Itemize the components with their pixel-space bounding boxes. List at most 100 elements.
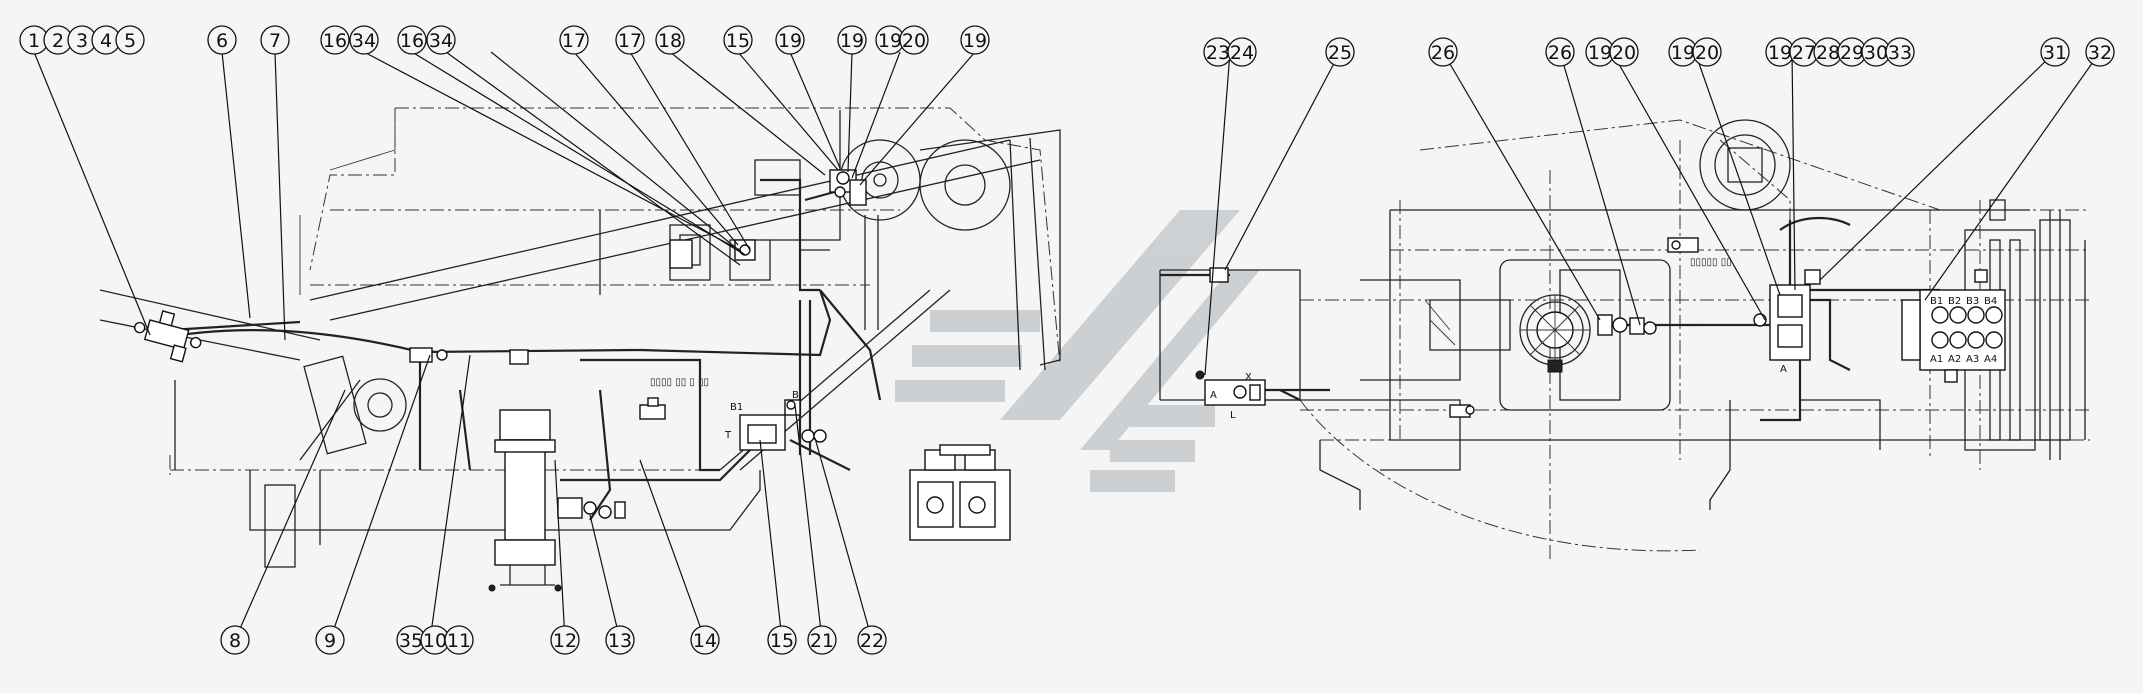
callout-28: 28	[1813, 37, 1843, 67]
svg-text:28: 28	[1816, 42, 1840, 64]
svg-text:8: 8	[229, 630, 241, 652]
callout-34: 34	[349, 25, 379, 55]
svg-text:19: 19	[840, 30, 864, 52]
svg-text:9: 9	[324, 630, 336, 652]
valve-label-b1: B1	[1930, 296, 1943, 307]
callout-19: 19	[837, 25, 867, 55]
callout-19: 19	[875, 25, 905, 55]
leader-lines	[33, 51, 2101, 641]
callout-6: 6	[207, 25, 237, 55]
valve-label-a4: A4	[1984, 354, 1997, 365]
callout-13: 13	[605, 625, 635, 655]
svg-text:12: 12	[553, 630, 577, 652]
valve-27-33: A	[1753, 269, 1821, 375]
svg-text:19: 19	[878, 30, 902, 52]
svg-text:3: 3	[76, 30, 88, 52]
cylinder-a-x-l: A X L	[1195, 370, 1266, 421]
callout-17: 17	[559, 25, 589, 55]
svg-text:6: 6	[216, 30, 228, 52]
port-label-a-right: A	[1780, 364, 1787, 375]
callout-19: 19	[1668, 37, 1698, 67]
svg-text:16: 16	[400, 30, 424, 52]
svg-text:34: 34	[352, 30, 376, 52]
port-label-a: A	[1210, 390, 1217, 401]
callout-15: 15	[767, 625, 797, 655]
callout-7: 7	[260, 25, 290, 55]
callout-16: 16	[397, 25, 427, 55]
callout-10: 10	[420, 625, 450, 655]
svg-text:1: 1	[28, 30, 40, 52]
callout-12: 12	[550, 625, 580, 655]
watermark-logo	[895, 210, 1260, 492]
valve-label-a2: A2	[1948, 354, 1961, 365]
valve-label-a1: A1	[1930, 354, 1943, 365]
callout-35: 35	[396, 625, 426, 655]
svg-text:20: 20	[902, 30, 926, 52]
svg-text:32: 32	[2088, 42, 2112, 64]
svg-text:24: 24	[1230, 42, 1254, 64]
svg-text:22: 22	[860, 630, 884, 652]
svg-text:7: 7	[269, 30, 281, 52]
callout-20: 20	[1692, 37, 1722, 67]
svg-text:2: 2	[52, 30, 64, 52]
callout-22: 22	[857, 625, 887, 655]
port-label-b1: B1	[730, 402, 743, 413]
svg-text:5: 5	[124, 30, 136, 52]
svg-text:19: 19	[1768, 42, 1792, 64]
valve-label-b2: B2	[1948, 296, 1961, 307]
right-components: A X L ▯▯▯▯▯ ▯▯ A	[1195, 237, 2006, 421]
callout-25: 25	[1325, 37, 1355, 67]
svg-text:20: 20	[1612, 42, 1636, 64]
callout-19: 19	[960, 25, 990, 55]
svg-text:19: 19	[778, 30, 802, 52]
callout-19: 19	[775, 25, 805, 55]
callout-3: 3	[67, 25, 97, 55]
svg-text:26: 26	[1548, 42, 1572, 64]
svg-text:19: 19	[1671, 42, 1695, 64]
svg-text:29: 29	[1840, 42, 1864, 64]
svg-text:20: 20	[1695, 42, 1719, 64]
svg-text:10: 10	[423, 630, 447, 652]
callout-23: 23	[1203, 37, 1233, 67]
callout-17: 17	[615, 25, 645, 55]
note-right: ▯▯▯▯▯ ▯▯	[1690, 257, 1732, 268]
left-components: B1 B T ▯▯▯▯ ▯▯ ▯ ▯▯	[133, 169, 1011, 592]
left-machine-outline	[99, 107, 1061, 568]
svg-text:26: 26	[1431, 42, 1455, 64]
svg-text:31: 31	[2043, 42, 2067, 64]
note-left: ▯▯▯▯ ▯▯ ▯ ▯▯	[650, 377, 709, 388]
port-label-x: X	[1245, 372, 1252, 383]
callout-16: 16	[320, 25, 350, 55]
valve-label-b4: B4	[1984, 296, 1997, 307]
callout-9: 9	[315, 625, 345, 655]
svg-text:15: 15	[770, 630, 794, 652]
svg-text:11: 11	[447, 630, 471, 652]
multi-valve-block	[909, 444, 1011, 541]
left-hydraulic-lines	[149, 178, 882, 521]
svg-text:25: 25	[1328, 42, 1352, 64]
callout-8: 8	[220, 625, 250, 655]
callout-5: 5	[115, 25, 145, 55]
valve-bank-a1-b4: A1 A2 A3 A4 B1 B2 B3 B4	[1901, 269, 2006, 383]
pump-unit	[488, 409, 562, 592]
svg-text:4: 4	[100, 30, 112, 52]
svg-text:27: 27	[1792, 42, 1816, 64]
svg-text:18: 18	[658, 30, 682, 52]
callout-11: 11	[444, 625, 474, 655]
svg-text:16: 16	[323, 30, 347, 52]
svg-text:17: 17	[618, 30, 642, 52]
svg-text:13: 13	[608, 630, 632, 652]
valve-label-b3: B3	[1966, 296, 1979, 307]
callout-33: 33	[1885, 37, 1915, 67]
port-label-b: B	[792, 390, 799, 401]
svg-text:35: 35	[399, 630, 423, 652]
svg-text:30: 30	[1864, 42, 1888, 64]
callout-34: 34	[426, 25, 456, 55]
callout-26: 26	[1545, 37, 1575, 67]
callout-20: 20	[899, 25, 929, 55]
svg-text:17: 17	[562, 30, 586, 52]
callout-29: 29	[1837, 37, 1867, 67]
callout-31: 31	[2040, 37, 2070, 67]
